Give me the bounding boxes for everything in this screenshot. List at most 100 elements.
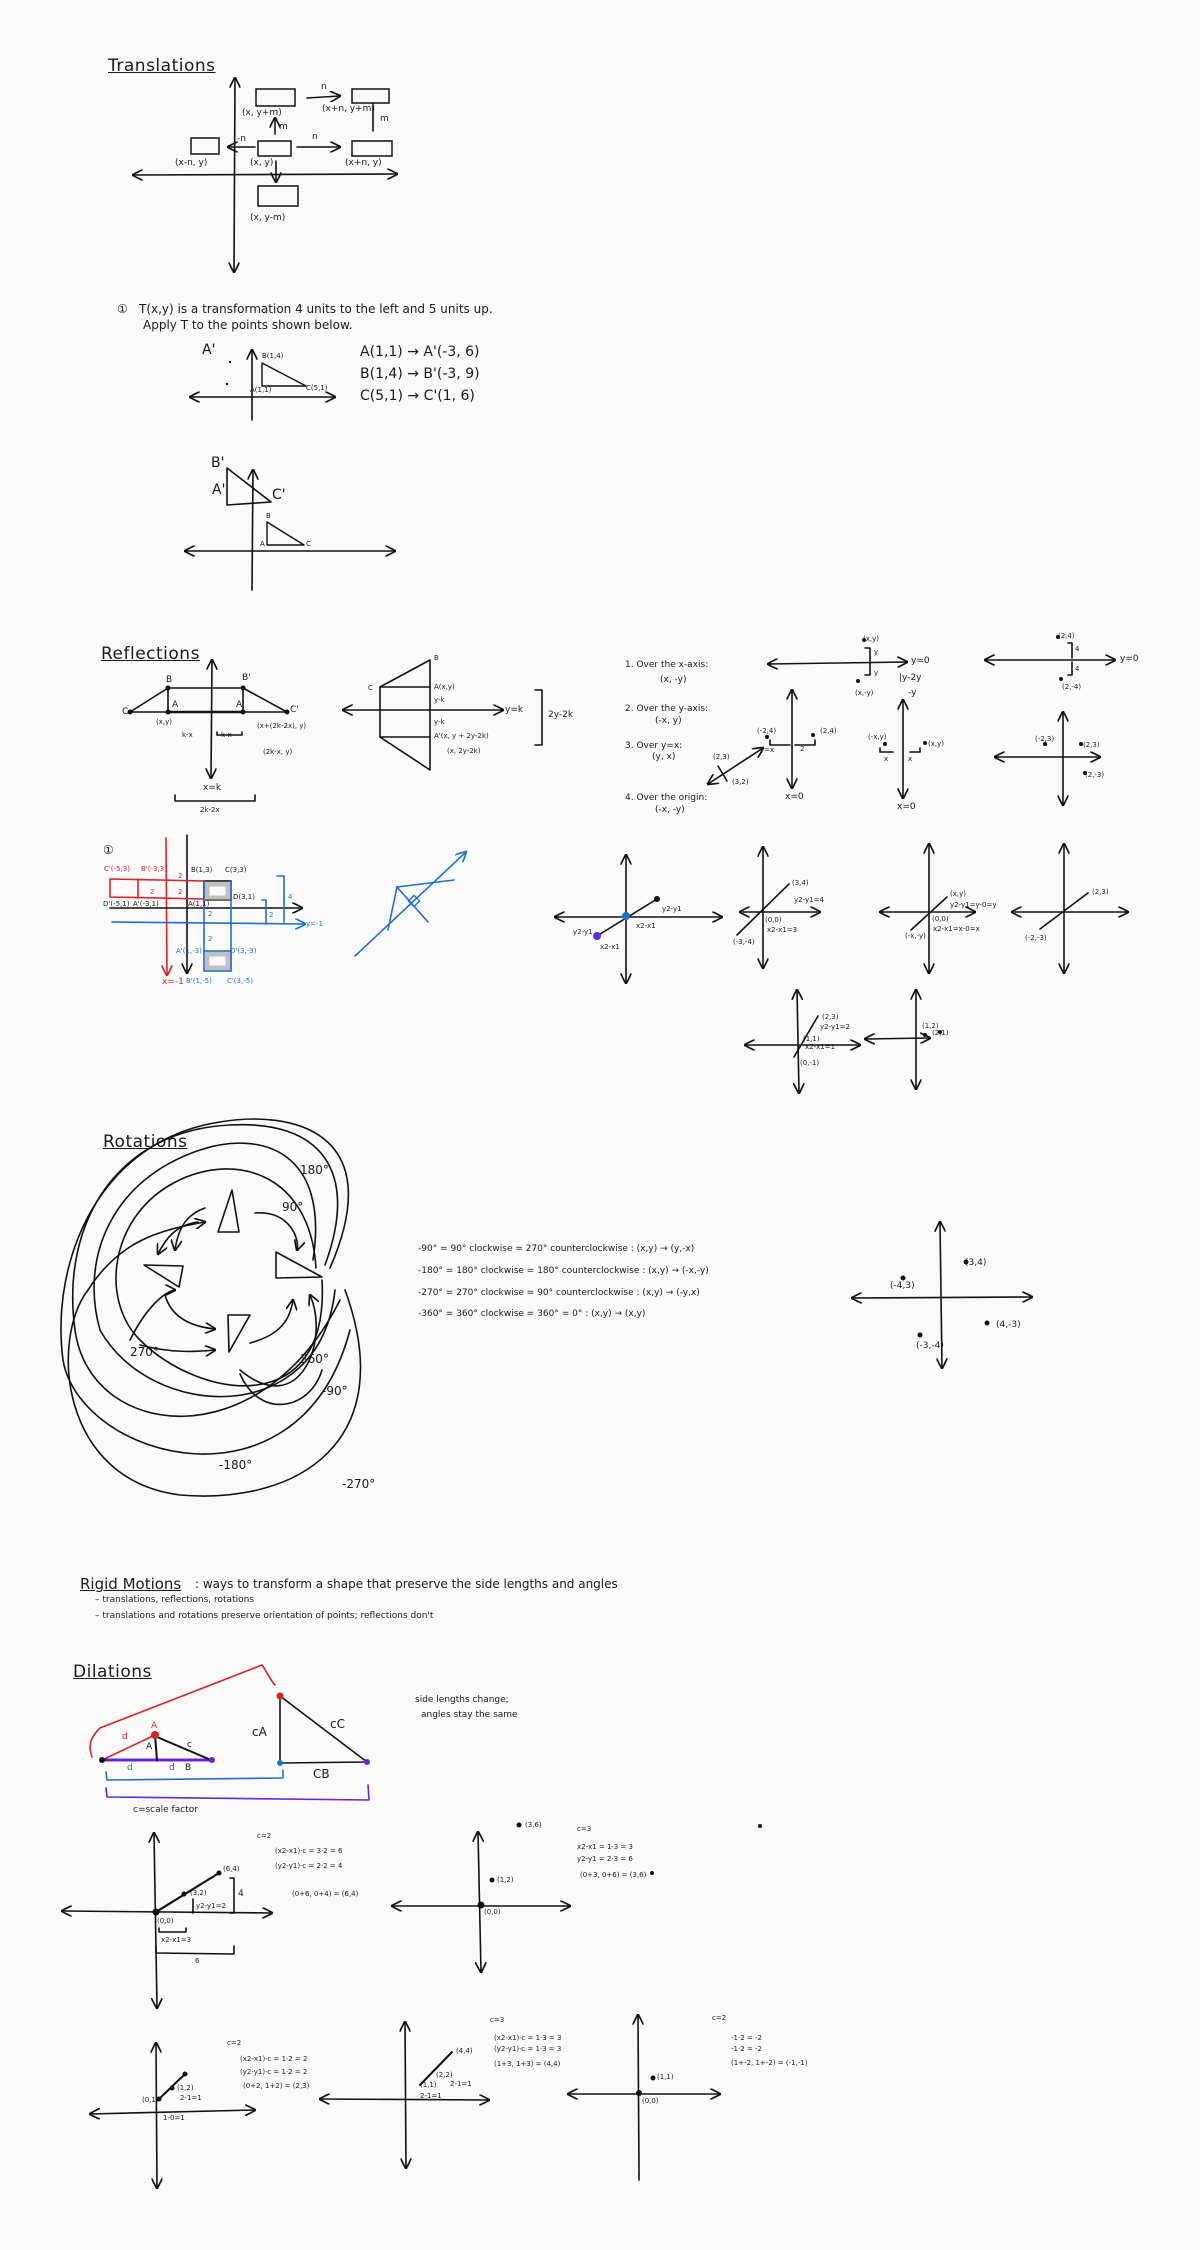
problem1-a-prime: A': [202, 342, 216, 358]
origin-example-q: (2,3): [1083, 741, 1100, 749]
dilation-cb: CB: [313, 1767, 330, 1781]
rotation-point-4: (-3,-4): [916, 1341, 944, 1351]
og2-label-4: (0,0): [765, 916, 782, 924]
dilation-ex3-label-3: 1-0=1: [163, 2114, 185, 2122]
exercise-red-b: B'(-3,3): [141, 865, 167, 873]
problem1-answer-c: C(5,1) → C'(1, 6): [360, 388, 475, 404]
exercise-red-a: A'(-3,1): [133, 900, 159, 908]
origin-graph-1: [555, 855, 722, 983]
dilation-ex4-label-3: (1,1): [420, 2081, 437, 2089]
problem1-graph2-b-prime: B': [211, 455, 225, 471]
rotation-rule-2: -180° = 180° clockwise = 180° counterclo…: [418, 1266, 709, 1276]
rotation-angle-360: 360°: [300, 1352, 329, 1366]
xaxis-p: (x,y): [863, 635, 879, 643]
rotation-point-1: (3,4): [965, 1258, 987, 1268]
dilation-ex5-line2: -1·2 = -2: [731, 2045, 762, 2053]
origin-reflection-example-graph: [995, 712, 1100, 805]
dilation-note-2: angles stay the same: [421, 1710, 518, 1720]
dilation-ex5-label-0: (1,1): [657, 2073, 674, 2081]
exercise-orig-a: A(1,1): [188, 900, 210, 908]
yaxis-example-q: (2,4): [820, 727, 837, 735]
rotation-point-2: (-4,3): [890, 1281, 915, 1291]
dilation-graph-3: [90, 2043, 255, 2188]
x-axis-example-graph: [985, 642, 1115, 676]
rotation-example-graph: [852, 1222, 1032, 1368]
bullet-text: translations and rotations preserve orie…: [102, 1611, 434, 1621]
dilation-ex3-label-2: 2-1=1: [180, 2094, 202, 2102]
rotation-angle-neg270: -270°: [342, 1477, 376, 1491]
og1-label-0: y2-y1: [662, 905, 682, 913]
dilation-ex3-label-0: (0,1): [142, 2096, 159, 2104]
dilation-ex1-line2: (y2-y1)·c = 2·2 = 4: [275, 1862, 343, 1870]
xaxis-d1: y: [874, 648, 879, 656]
dilation-ex4-c: c=3: [490, 2016, 505, 2024]
reflection2-b: B: [434, 654, 439, 662]
yx-q: (3,2): [732, 778, 749, 786]
rotation-rule-3: -270° = 270° clockwise = 90° countercloc…: [418, 1288, 700, 1298]
translation-m-2: m: [380, 114, 389, 124]
dilation-ex3-label-1: (1,2): [177, 2084, 194, 2092]
rigid-motions-bullet-1: – translations, reflections, rotations: [95, 1595, 255, 1605]
rule2-title: 2. Over the y-axis:: [625, 704, 709, 714]
dilation-b: B: [185, 1763, 192, 1773]
problem1-graph2-b: B: [266, 512, 271, 520]
problem1-graph2-c: C: [306, 540, 311, 548]
exercise-blue-d: D'(3,-3): [230, 947, 257, 955]
rule3-title: 3. Over y=x:: [625, 741, 683, 751]
dilation-ex5-line1: -1·2 = -2: [731, 2034, 762, 2042]
dilation-ex4-label-1: (2,2): [436, 2071, 453, 2079]
exercise-red-d: D'(-5,1): [103, 900, 130, 908]
origin-graph-5: [745, 990, 860, 1093]
y-axis-reflection-graph: [879, 700, 921, 798]
origin-graph-6: [865, 990, 930, 1089]
og6-label-1: (2,1): [932, 1029, 949, 1037]
rigid-motions-bullet-2: – translations and rotations preserve or…: [95, 1611, 434, 1621]
xaxis-q: (x,-y): [855, 689, 874, 697]
reflection1-a: A: [172, 700, 179, 710]
yaxis-example-line: x=0: [785, 792, 804, 802]
og2-label-1: y2-y1=4: [794, 896, 824, 904]
reflection1-formula2: (2k-x, y): [263, 748, 293, 756]
og4-label-1: (-2,-3): [1025, 934, 1047, 942]
y-equals-x-graph: [708, 748, 763, 784]
yx-p: (2,3): [713, 753, 730, 761]
exercise-red-line: x=-1: [162, 977, 184, 987]
rotation-angle-180: 180°: [300, 1163, 329, 1177]
translation-label-up-right: (x+n, y+m): [322, 104, 375, 114]
translations-graph: [133, 78, 397, 272]
og4-label-0: (2,3): [1092, 888, 1109, 896]
reflection2-a: A(x,y): [434, 683, 455, 691]
dilation-a: A: [146, 1742, 153, 1752]
rotation-rule-4: -360° = 360° clockwise = 360° = 0° : (x,…: [418, 1309, 646, 1319]
og5-label-0: (2,3): [822, 1013, 839, 1021]
yaxis-d2: x: [908, 755, 913, 763]
bullet-text: translations, reflections, rotations: [102, 1595, 255, 1605]
origin-graph-4: [1012, 844, 1128, 973]
translation-label-origin: (x, y): [250, 158, 274, 168]
og5-label-6: (0,-1): [800, 1059, 820, 1067]
dilation-ex4-label-0: (4,4): [456, 2047, 473, 2055]
dilation-ex2-line3: (0+3, 0+6) = (3,6): [580, 1871, 647, 1879]
rotation-rule-1: -90° = 90° clockwise = 270° counterclock…: [418, 1244, 695, 1254]
rule4-formula: (-x, -y): [655, 805, 685, 815]
problem1-graph2-a-prime: A': [212, 482, 226, 498]
exercise-blue-c: C'(3,-5): [227, 977, 253, 985]
yaxis-d1: x: [884, 755, 889, 763]
exercise-red-two-3: 2: [178, 888, 183, 896]
exercise-red-two-1: 2: [178, 872, 183, 880]
dilation-ex3-line1: (x2-x1)·c = 1·2 = 2: [240, 2055, 308, 2063]
exercise-blue-a: A'(1,-3): [176, 947, 202, 955]
origin-example-r: (2,-3): [1085, 771, 1105, 779]
og3-label-1: y2-y1=y-0=y: [950, 901, 997, 909]
dilation-ex1-label-5: x2-x1=3: [161, 1936, 192, 1944]
og3-label-6: (-x,-y): [905, 932, 926, 940]
rotations-diagram: [60, 1118, 362, 1497]
translation-m-1: m: [279, 122, 288, 132]
dilation-ex3-c: c=2: [227, 2039, 242, 2047]
xaxis-note1: |y-2y: [899, 673, 922, 683]
og6-label-0: (1,2): [922, 1022, 939, 1030]
dilation-ex1-line3: (0+6, 0+4) = (6,4): [292, 1890, 359, 1898]
dilation-ex1-label-4: (0,0): [157, 1917, 174, 1925]
reflection2-a-prime2: (x, 2y-2k): [447, 747, 481, 755]
rotation-point-3: (4,-3): [996, 1320, 1021, 1330]
